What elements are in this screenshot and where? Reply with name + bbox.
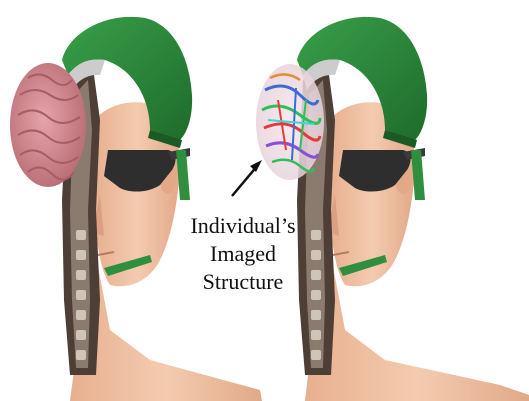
annotation-line-1: Individual’s xyxy=(168,212,318,240)
annotation-line-2: Imaged xyxy=(168,240,318,268)
right-head-model xyxy=(256,17,529,401)
annotation-label: Individual’s Imaged Structure xyxy=(168,212,318,296)
left-brain-surface xyxy=(10,63,86,187)
right-side-strap xyxy=(411,150,425,200)
right-fiber-tracts xyxy=(256,64,324,180)
left-head-model xyxy=(10,17,262,401)
annotation-line-3: Structure xyxy=(168,268,318,296)
annotation-arrow xyxy=(232,160,262,196)
left-side-strap xyxy=(176,150,190,200)
right-neck-skin xyxy=(305,250,529,401)
